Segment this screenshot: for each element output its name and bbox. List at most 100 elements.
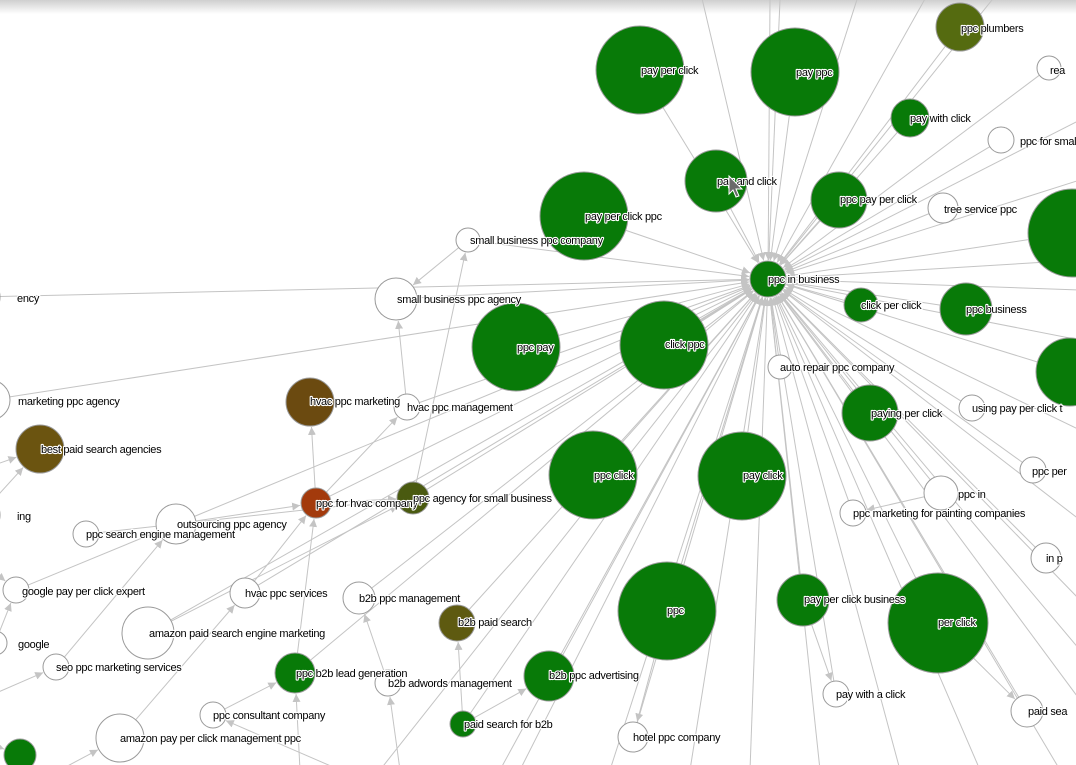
edge-offscreen-left-2 bbox=[0, 672, 44, 692]
node-using-pay-per-click[interactable] bbox=[958, 394, 986, 422]
node-ppc-per[interactable] bbox=[1019, 456, 1047, 484]
edge-ppc_agency_for_small_business-to-small_business_ppc_company bbox=[415, 252, 468, 483]
edge-ppc_per-to-ppc_in_business bbox=[783, 289, 1023, 463]
node-ppc[interactable] bbox=[617, 561, 717, 661]
node-outsourcing-ppc-agency[interactable] bbox=[155, 503, 197, 545]
edge-offscreen-10 bbox=[786, 280, 1076, 340]
node-click-per-click[interactable] bbox=[843, 287, 879, 323]
node-paying-per-click[interactable] bbox=[841, 384, 899, 442]
node-bottom-left-green[interactable] bbox=[3, 738, 37, 765]
edge-ppc_b2b_lead_generation-to-ppc_for_hvac_company bbox=[296, 518, 318, 654]
edge-offscreen-4 bbox=[776, 0, 925, 263]
node-per-click[interactable] bbox=[887, 572, 989, 674]
node-label-small-business-ppc-agency: small business ppc agency bbox=[397, 294, 522, 306]
node-pay-and-click[interactable] bbox=[684, 149, 748, 213]
node-b2b-paid-search[interactable] bbox=[438, 604, 476, 642]
edge-in_p-to-ppc_in_business bbox=[781, 292, 1036, 548]
node-hvac-ppc-marketing[interactable] bbox=[285, 377, 335, 427]
node-ppc-business[interactable] bbox=[939, 282, 993, 336]
node-google-pay-per-click-expert[interactable] bbox=[2, 576, 30, 604]
node-label-ing: ing bbox=[17, 511, 31, 523]
node-pay-with-a-click[interactable] bbox=[822, 680, 850, 708]
node-ppc-marketing-for-painting[interactable] bbox=[839, 499, 867, 527]
node-right-big-1[interactable] bbox=[1027, 188, 1076, 278]
node-b2b-ppc-management[interactable] bbox=[342, 581, 376, 615]
edge-offscreen-8 bbox=[786, 259, 1076, 282]
node-hotel-ppc-company[interactable] bbox=[617, 721, 649, 753]
edge-tree_service_ppc-to-ppc_in_business bbox=[785, 213, 930, 273]
edge-offscreen-left-6 bbox=[292, 693, 301, 765]
node-label-ppc-for-hvac-company: ppc for hvac company bbox=[316, 498, 418, 510]
edge-per_click-to-paid_sea bbox=[973, 657, 1016, 700]
node-ppc-agency-for-small-business[interactable] bbox=[396, 481, 430, 515]
node-in-p[interactable] bbox=[1030, 542, 1062, 574]
node-seo-ppc-marketing-services[interactable] bbox=[42, 653, 70, 681]
node-paid-search-for-b2b[interactable] bbox=[449, 710, 477, 738]
edge-offscreen-24 bbox=[775, 296, 979, 765]
node-label-ppc-b2b-lead-generation: ppc b2b lead generation bbox=[296, 668, 407, 680]
node-label-hvac-ppc-marketing: hvac ppc marketing bbox=[310, 396, 400, 408]
node-ppc-plumbers[interactable] bbox=[935, 2, 985, 52]
node-label-pay-and-click: pay and click bbox=[717, 176, 777, 188]
node-ppc-search-engine-management[interactable] bbox=[72, 520, 100, 548]
edge-ppc_for_hvac_company-to-hvac_ppc_management bbox=[325, 416, 398, 493]
edge-amazon_pay_per_click_management_ppc-to-hvac_ppc_services bbox=[135, 604, 235, 721]
edge-pay_per_click_business-to-ppc_in_business bbox=[766, 297, 801, 575]
node-label-paying-per-click: paying per click bbox=[871, 408, 943, 420]
node-ppc-in[interactable] bbox=[923, 475, 959, 511]
node-label-ppc: ppc bbox=[667, 605, 685, 617]
edge-small_business_ppc_company-to-ppc_in_business bbox=[479, 241, 750, 280]
node-paid-sea[interactable] bbox=[1010, 694, 1044, 728]
node-ppc-pay-per-click[interactable] bbox=[810, 171, 868, 229]
edge-google_pay_per_click_expert-to-outsourcing_ppc_agency bbox=[27, 531, 157, 586]
node-best-paid-search-agencies[interactable] bbox=[15, 424, 65, 474]
edge-offscreen-left-3 bbox=[0, 742, 5, 750]
node-ppc-b2b-lead-generation[interactable] bbox=[274, 652, 316, 694]
node-ppc-pay[interactable] bbox=[471, 302, 561, 392]
edge-paying_per_click-to-ppc_in_business bbox=[779, 293, 854, 392]
node-label-ppc-click: ppc click bbox=[594, 470, 634, 482]
edge-pay_per_click_ppc-to-ppc_in_business bbox=[625, 229, 751, 275]
edge-ppc-to-ppc_in_business bbox=[680, 297, 764, 565]
node-ppc-for-hvac-company[interactable] bbox=[300, 487, 332, 519]
edge-offscreen-left-7 bbox=[225, 720, 330, 765]
node-label-per-click: per click bbox=[938, 617, 976, 629]
node-marketing-ppc-agency[interactable] bbox=[0, 380, 11, 420]
node-rea[interactable] bbox=[1036, 55, 1062, 81]
node-google[interactable] bbox=[0, 631, 8, 655]
edge-ency-to-ppc_in_business bbox=[0, 275, 750, 298]
node-tree-service-ppc[interactable] bbox=[927, 192, 959, 224]
node-b2b-ppc-advertising[interactable] bbox=[523, 650, 575, 702]
node-hvac-ppc-services[interactable] bbox=[229, 577, 261, 609]
edge-auto_repair_ppc_company-to-ppc_in_business bbox=[767, 297, 779, 356]
node-label-pay-with-a-click: pay with a click bbox=[836, 689, 906, 701]
node-pay-per-click-business[interactable] bbox=[776, 573, 830, 627]
node-amazon-pay-per-click-management-ppc[interactable] bbox=[95, 713, 145, 763]
top-shadow-bar bbox=[0, 0, 1076, 14]
edge-offscreen-16 bbox=[749, 297, 772, 765]
node-right-big-2[interactable] bbox=[1035, 337, 1076, 407]
node-amazon-paid-search-engine-marketing[interactable] bbox=[121, 606, 175, 660]
node-click-ppc[interactable] bbox=[619, 300, 709, 390]
edge-paid_search_for_b2b-to-b2b_paid_search bbox=[454, 641, 463, 712]
node-auto-repair-ppc-company[interactable] bbox=[767, 354, 793, 380]
node-ppc-click[interactable] bbox=[548, 430, 638, 520]
node-hvac-ppc-management[interactable] bbox=[393, 393, 421, 421]
edge-ing-to-best_paid_search_agencies bbox=[0, 467, 24, 494]
node-pay-per-click-ppc[interactable] bbox=[539, 171, 629, 261]
node-pay-with-click[interactable] bbox=[890, 98, 930, 138]
node-pay-ppc[interactable] bbox=[750, 27, 840, 117]
node-small-business-ppc-company[interactable] bbox=[455, 227, 481, 253]
node-pay-click[interactable] bbox=[697, 431, 787, 521]
node-pay-per-click[interactable] bbox=[595, 25, 685, 115]
edge-b2b_ppc_advertising-to-ppc_in_business bbox=[560, 295, 760, 655]
node-b2b-adwords-management[interactable] bbox=[374, 669, 402, 697]
node-label-google: google bbox=[18, 639, 49, 651]
node-label-ppc-for-small-b: ppc for small b bbox=[1020, 136, 1076, 148]
node-small-business-ppc-agency[interactable] bbox=[374, 277, 418, 321]
node-ppc-in-business[interactable] bbox=[749, 260, 787, 298]
node-ppc-for-small-b[interactable] bbox=[987, 126, 1015, 154]
node-ppc-consultant-company[interactable] bbox=[199, 701, 227, 729]
